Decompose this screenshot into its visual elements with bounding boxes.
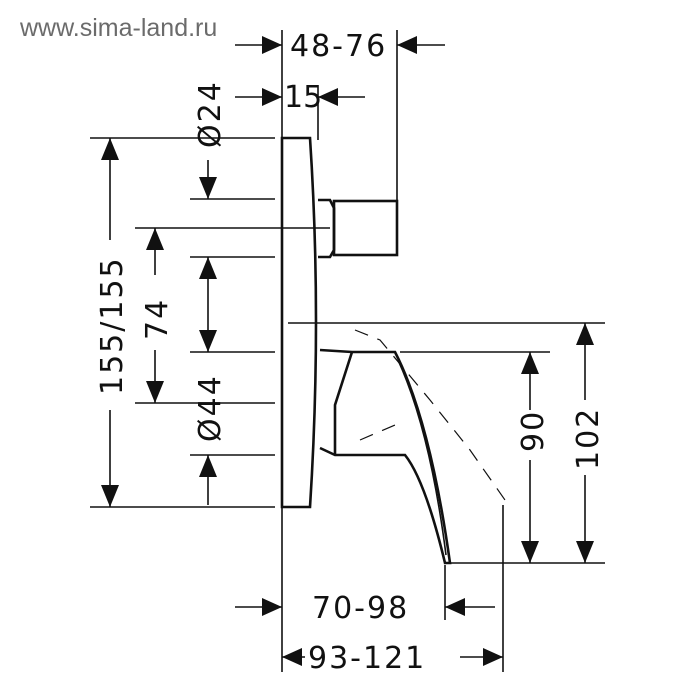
dim-93-121: 93-121: [308, 641, 426, 676]
dim-48-76: 48-76: [290, 29, 387, 64]
dim-155-155: 155/155: [95, 256, 130, 395]
dim-diameter-24: Ø24: [193, 80, 228, 148]
dim-70-98: 70-98: [312, 591, 409, 626]
watermark: www.sima-land.ru: [20, 14, 218, 42]
spout-edge: [397, 359, 447, 556]
wall-plate: [280, 136, 318, 509]
dimension-lines: [101, 36, 594, 666]
diverter-knob: [332, 199, 399, 257]
dim-diameter-44: Ø44: [193, 374, 228, 442]
dim-15: 15: [284, 80, 322, 115]
spout: [319, 348, 452, 565]
dim-74: 74: [140, 298, 175, 340]
lever-swing-path: [354, 329, 506, 501]
dim-90: 90: [516, 410, 551, 452]
dim-102: 102: [571, 407, 606, 470]
spout-body: [333, 351, 354, 455]
mixer-outline: [280, 136, 506, 565]
